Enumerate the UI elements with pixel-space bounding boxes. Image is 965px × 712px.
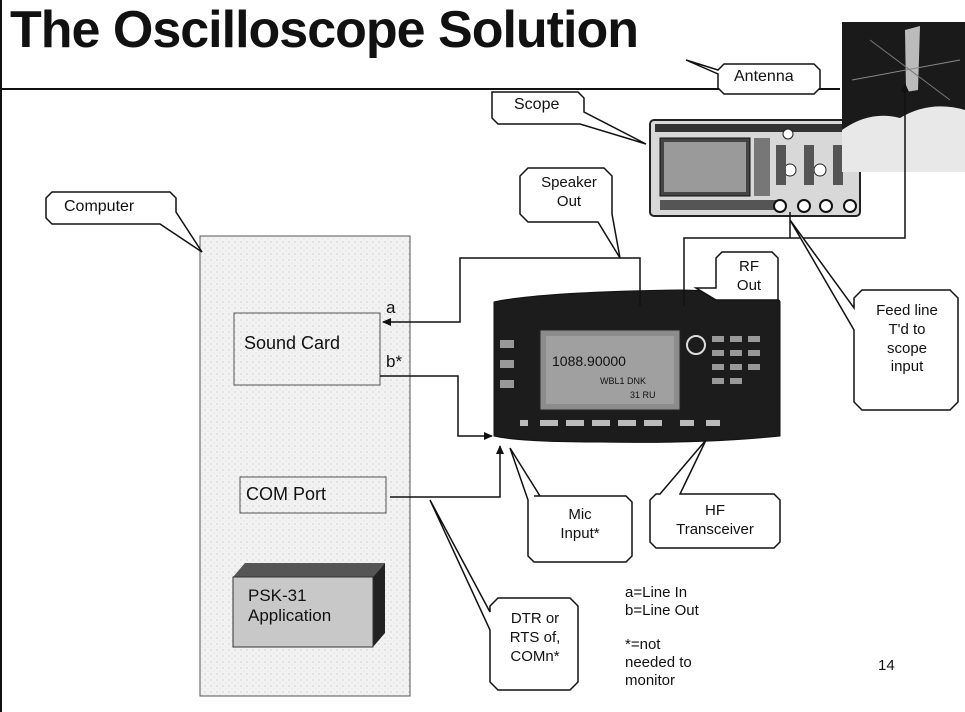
oscilloscope-device bbox=[649, 119, 861, 217]
label-psk31: PSK-31 Application bbox=[248, 586, 331, 627]
legend-line-in: a=Line In bbox=[625, 584, 688, 601]
radio-frequency: 1088.90000 bbox=[552, 353, 626, 369]
label-mic-input-line2: Input* bbox=[560, 524, 600, 542]
title-rule bbox=[0, 88, 840, 90]
label-speaker-out: Speaker Out bbox=[534, 174, 604, 212]
callout-antenna bbox=[685, 59, 821, 95]
callout-hf-transceiver bbox=[649, 439, 781, 549]
label-antenna: Antenna bbox=[734, 68, 794, 85]
callout-scope bbox=[491, 91, 647, 145]
label-hf-transceiver-line1: HF bbox=[705, 502, 725, 519]
legend-not-needed-line2: needed to bbox=[625, 654, 692, 671]
label-feed-line: Feed line T'd to scope input bbox=[858, 302, 956, 377]
page-number: 14 bbox=[878, 657, 895, 674]
label-rf-out-line1: RF bbox=[739, 258, 759, 275]
radio-line2: WBL1 DNK bbox=[600, 376, 646, 386]
com-port-box bbox=[239, 476, 387, 514]
legend-not-needed-line1: *=not bbox=[625, 636, 661, 653]
label-port-a: a bbox=[386, 298, 396, 317]
callout-speaker-out bbox=[519, 167, 621, 259]
label-computer: Computer bbox=[64, 198, 135, 215]
label-rf-out: RF Out bbox=[726, 258, 772, 296]
antenna-photo bbox=[842, 22, 965, 172]
label-dtr-rts: DTR or RTS of, COMn* bbox=[494, 610, 576, 666]
label-port-b: b* bbox=[386, 352, 403, 371]
label-hf-transceiver-line2: Transceiver bbox=[676, 520, 754, 538]
label-sound-card: Sound Card bbox=[244, 333, 341, 353]
radio-line3: 31 RU bbox=[630, 390, 656, 400]
callout-feed-line bbox=[789, 219, 959, 411]
wire-com-to-transceiver bbox=[390, 445, 504, 498]
wire-rf-to-antenna bbox=[683, 83, 909, 306]
label-feed-line-line1: Feed line bbox=[876, 302, 938, 319]
label-dtr-rts-line1: DTR or bbox=[510, 610, 560, 627]
label-feed-line-line2: T'd to bbox=[888, 320, 926, 338]
slide-title: The Oscilloscope Solution bbox=[10, 1, 639, 59]
psk31-box-side bbox=[373, 563, 385, 647]
wire-line-out-to-transceiver bbox=[380, 375, 493, 440]
label-scope: Scope bbox=[514, 96, 560, 113]
label-dtr-rts-line3: COMn* bbox=[510, 647, 560, 665]
label-speaker-out-line1: Speaker bbox=[541, 174, 597, 191]
legend-not-needed-line3: monitor bbox=[625, 672, 676, 689]
psk31-box-front bbox=[232, 576, 374, 648]
callout-dtr-rts bbox=[429, 499, 579, 691]
label-rf-out-line2: Out bbox=[736, 276, 762, 294]
label-mic-input-line1: Mic bbox=[568, 506, 592, 523]
label-feed-line-line4: input bbox=[890, 358, 924, 376]
label-com-port: COM Port bbox=[246, 484, 327, 504]
sound-card-box bbox=[233, 312, 381, 386]
hf-transceiver-device bbox=[493, 289, 781, 443]
wire-speaker-to-line-in bbox=[382, 257, 641, 326]
label-dtr-rts-line2: RTS of, bbox=[509, 628, 561, 646]
callout-computer bbox=[45, 191, 203, 253]
legend: a=Line In b=Line Out *=not needed to mon… bbox=[625, 584, 699, 690]
label-speaker-out-line2: Out bbox=[556, 192, 582, 210]
psk31-box-top bbox=[233, 563, 385, 577]
label-psk31-line1: PSK-31 bbox=[248, 586, 307, 605]
legend-line-out: b=Line Out bbox=[625, 602, 699, 619]
callout-rf-out bbox=[693, 251, 779, 301]
callout-mic-input bbox=[509, 447, 633, 563]
label-psk31-line2: Application bbox=[248, 606, 332, 626]
label-feed-line-line3: scope bbox=[886, 339, 928, 357]
label-mic-input: Mic Input* bbox=[534, 506, 626, 544]
label-hf-transceiver: HF Transceiver bbox=[656, 502, 774, 540]
